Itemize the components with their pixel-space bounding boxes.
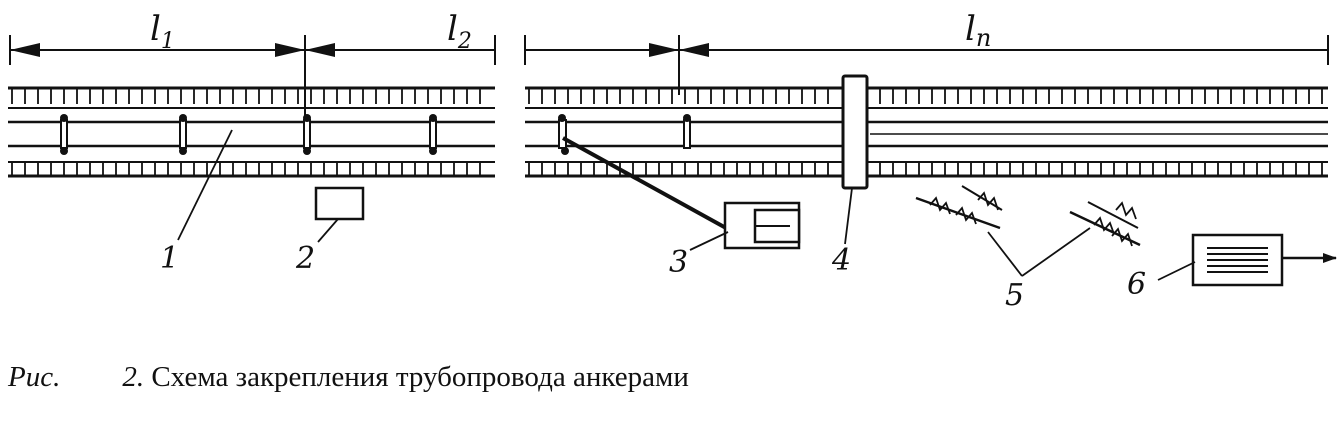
- callout-4: 4: [831, 243, 851, 278]
- anchor-pair: [558, 114, 569, 155]
- figure-caption: Рис. 2. Схема закрепления трубопровода ан…: [8, 361, 689, 394]
- item-5-screw-anchor: [915, 185, 1003, 230]
- caption-number: 2.: [122, 361, 145, 393]
- anchor-pair: [303, 114, 311, 155]
- leader-6: [1157, 261, 1196, 281]
- callout-5: 5: [1005, 278, 1024, 313]
- ln-arrow-right-tip: [679, 43, 709, 57]
- l1-arrow-left: [10, 43, 40, 57]
- anchor-pair: [60, 114, 68, 155]
- leader-4: [844, 187, 853, 245]
- leader-5b: [1021, 227, 1091, 277]
- callout-6: 6: [1127, 267, 1146, 302]
- trench-teeth: [11, 88, 481, 176]
- item-5-screw-anchor: [1069, 201, 1141, 247]
- caption-prefix: Рис.: [8, 361, 61, 393]
- anchor-pair: [683, 114, 691, 149]
- leader-3: [689, 231, 729, 251]
- item-6-device: [1191, 233, 1284, 287]
- callout-1: 1: [160, 241, 179, 276]
- callout-3: 3: [669, 245, 688, 280]
- anchor-pair: [429, 114, 437, 155]
- l2-arrow-left: [305, 43, 335, 57]
- leader-5a: [987, 231, 1023, 277]
- leader-1: [177, 129, 233, 241]
- item-2-box: [314, 186, 365, 221]
- l1-label: l1: [150, 9, 175, 54]
- right-section: [524, 35, 1337, 287]
- callout-2: 2: [295, 241, 315, 276]
- left-section: [8, 35, 496, 243]
- ln-label: lп: [965, 9, 991, 52]
- leader-2: [317, 218, 339, 243]
- anchor-pair: [179, 114, 187, 155]
- trench-teeth: [528, 88, 1323, 176]
- item-3-machine: [723, 201, 801, 250]
- ln-arrow-left-tip: [649, 43, 679, 57]
- item-4-collar: [841, 74, 869, 190]
- caption-title: Схема закрепления трубопровода анкерами: [151, 361, 689, 393]
- tow-cable: [562, 136, 727, 230]
- l2-label: l2: [447, 9, 472, 54]
- l1-arrow-right: [275, 43, 305, 57]
